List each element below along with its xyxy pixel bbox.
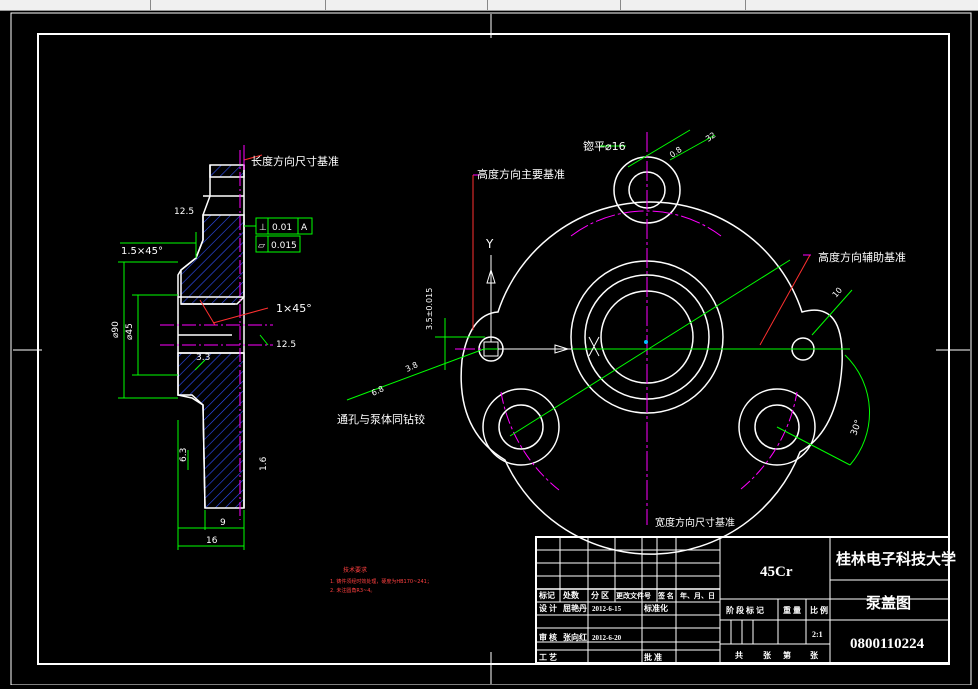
- dim-0-8: 0.8: [668, 145, 684, 160]
- cover-outline: [460, 201, 843, 555]
- drawing-name: 泵盖图: [866, 594, 911, 612]
- section-dimensions: [118, 232, 269, 550]
- axis-x-mark-b: [588, 336, 600, 357]
- dim-3-5: 3.5±0.015: [425, 288, 434, 330]
- front-view[interactable]: 高度方向主要基准 高度方向辅助基准 宽度方向尺寸基准 锪平⌀16 通孔与泵体同钻…: [337, 129, 906, 555]
- height-aux-datum-label: 高度方向辅助基准: [818, 250, 906, 264]
- header-date: 年、月、日: [680, 591, 715, 600]
- header-docno: 更改文件号: [616, 591, 651, 600]
- dim-12-5-right: 12.5: [276, 340, 296, 350]
- right-lug-outer: [738, 388, 816, 466]
- section-hatch-lower: [177, 352, 245, 509]
- material-label: 45Cr: [760, 564, 793, 580]
- dim-phi45: ⌀45: [125, 323, 135, 340]
- toolbar-separator: [150, 0, 151, 10]
- tech-notes-title: 技术要求: [343, 566, 367, 574]
- center-grip[interactable]: [644, 340, 648, 344]
- dim-30deg: 30°: [849, 419, 864, 437]
- title-block-grid: [536, 537, 949, 663]
- dim-9: 9: [220, 518, 226, 528]
- section-hatch-top: [209, 164, 245, 178]
- dim-10: 10: [831, 286, 844, 300]
- ratio-label: 比 例: [810, 605, 828, 615]
- dim-3-3: 3.3: [196, 353, 210, 363]
- tolerance-frames: [244, 217, 313, 253]
- dim-1-6: 1.6: [259, 456, 269, 471]
- left-lug-hole: [498, 404, 544, 450]
- row-design-label: 设 计: [539, 603, 557, 613]
- dim-6-3: 6.3: [179, 448, 189, 462]
- section-centerlines: [160, 150, 273, 520]
- perp-ref: A: [301, 223, 308, 233]
- row-review-label: 审 核: [539, 632, 557, 642]
- sheets-label: 张: [763, 651, 772, 660]
- dim-phi90: ⌀90: [111, 321, 121, 338]
- section-view[interactable]: 长度方向尺寸基准 12.5 1.5×45° 1×45° ⌀90 ⌀45 3.3 …: [111, 145, 339, 550]
- flat-value: 0.015: [271, 241, 297, 251]
- center-marks: [13, 14, 970, 684]
- header-count: 处数: [562, 590, 580, 600]
- dim-3-8: 3.8: [404, 360, 419, 374]
- title-block-frame: [535, 536, 950, 664]
- header-mark: 标记: [538, 590, 555, 600]
- total-label: 共: [735, 650, 743, 660]
- dim-32: 32: [704, 130, 718, 143]
- flatness-symbol: ▱: [258, 241, 265, 251]
- height-main-datum-label: 高度方向主要基准: [477, 167, 565, 181]
- row-approve-label: 批 准: [644, 652, 662, 662]
- spotface-label: 锪平⌀16: [583, 140, 626, 153]
- drawing-canvas[interactable]: 长度方向尺寸基准 12.5 1.5×45° 1×45° ⌀90 ⌀45 3.3 …: [0, 10, 978, 686]
- toolbar-separator: [487, 0, 488, 10]
- perp-value: 0.01: [272, 223, 292, 233]
- width-datum-label: 宽度方向尺寸基准: [655, 516, 735, 529]
- reviewer-name: 张向红: [563, 632, 587, 642]
- front-centerlines: [455, 132, 822, 525]
- sheet-label: 张: [810, 651, 819, 660]
- perp-symbol: ⊥: [259, 223, 267, 233]
- toolbar-separator: [620, 0, 621, 10]
- front-leaders: [472, 175, 811, 346]
- left-lug-outer: [482, 388, 560, 466]
- through-hole-note: 通孔与泵体同钻铰: [337, 412, 425, 426]
- dim-16: 16: [206, 536, 218, 546]
- sheet-no-label: 第: [783, 650, 791, 660]
- section-outline: [177, 165, 245, 509]
- title-block[interactable]: 45Cr 桂林电子科技大学 泵盖图 0800110224 标记 处数 分 区 更…: [535, 536, 956, 664]
- technical-notes: 技术要求 1. 铸件须经时效处理，硬度为HB170~241； 2. 未注圆角R3…: [330, 566, 432, 594]
- tech-note-2: 2. 未注圆角R3~4。: [330, 587, 375, 594]
- design-date: 2012-6-15: [592, 605, 622, 613]
- section-leaders: [199, 154, 269, 326]
- application-toolbar-strip: [0, 0, 978, 11]
- cad-drawing[interactable]: 长度方向尺寸基准 12.5 1.5×45° 1×45° ⌀90 ⌀45 3.3 …: [0, 10, 978, 686]
- standardization-label: 标准化: [643, 603, 668, 613]
- inner-frame: [37, 33, 950, 665]
- chamfer-1-label: 1×45°: [276, 302, 312, 315]
- school-name: 桂林电子科技大学: [835, 550, 956, 568]
- section-hatch-upper: [180, 214, 245, 305]
- designer-name: 屈艳丹: [563, 603, 587, 613]
- weight-label: 重 量: [783, 605, 801, 615]
- toolbar-separator: [745, 0, 746, 10]
- right-lug-hole: [754, 404, 800, 450]
- row-process-label: 工 艺: [539, 652, 557, 662]
- length-datum-label: 长度方向尺寸基准: [251, 154, 339, 168]
- review-date: 2012-6-20: [592, 634, 622, 642]
- axis-y-label: Y: [485, 237, 494, 251]
- header-sign: 签 名: [657, 591, 674, 600]
- drawing-number: 0800110224: [850, 636, 925, 652]
- header-zone: 分 区: [591, 590, 609, 600]
- stage-mark-label: 阶 段 标 记: [726, 605, 764, 615]
- dim-12-5-left: 12.5: [174, 207, 194, 217]
- chamfer-1-5-label: 1.5×45°: [121, 246, 163, 257]
- toolbar-separator: [325, 0, 326, 10]
- tech-note-1: 1. 铸件须经时效处理，硬度为HB170~241；: [330, 578, 432, 585]
- scale-value: 2:1: [812, 630, 823, 639]
